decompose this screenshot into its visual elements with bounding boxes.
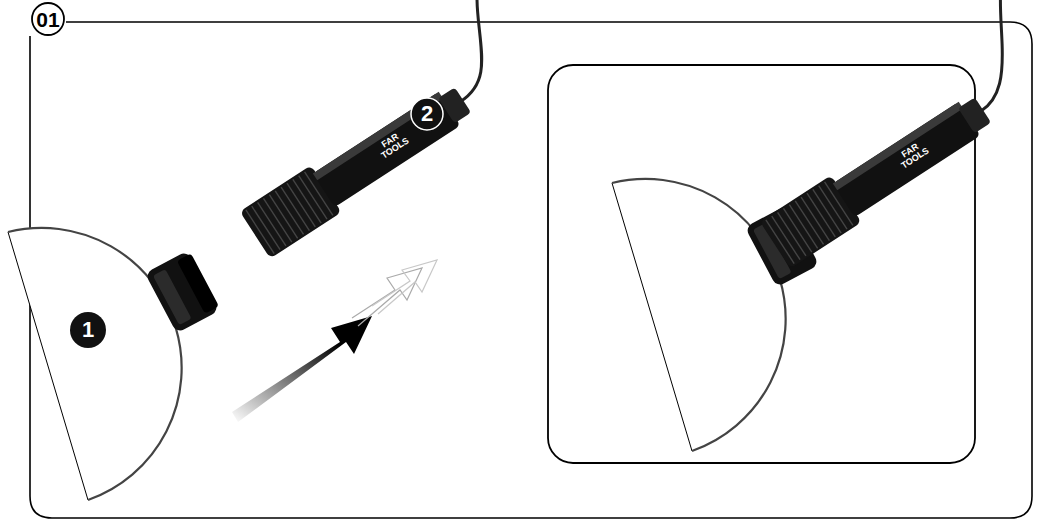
knurl-line	[269, 195, 297, 239]
knurl-line	[813, 189, 841, 233]
knurl-line	[783, 208, 811, 252]
knurl-line	[252, 206, 280, 250]
mirror-clip	[145, 250, 221, 334]
ghost-arrow	[352, 268, 422, 326]
step-frame	[30, 22, 1032, 518]
probe-cable	[409, 0, 532, 102]
camera-probe	[721, 0, 1041, 268]
knurl-line	[275, 191, 303, 235]
knurl-line	[246, 210, 274, 254]
knurl-line	[263, 198, 291, 242]
camera-probe	[203, 0, 547, 258]
knurl-line	[795, 201, 823, 245]
step-number: 01	[36, 9, 59, 30]
callout-circle	[70, 312, 106, 348]
mirror-edge	[8, 232, 88, 500]
knurl-line	[281, 187, 309, 231]
knurl-line	[766, 220, 794, 264]
probe-cable	[926, 0, 1041, 112]
knurl-line	[293, 179, 321, 223]
callout-number: 1	[82, 319, 94, 341]
knurl-line	[807, 193, 835, 237]
callout-circle	[411, 98, 443, 130]
step-badge	[32, 3, 64, 35]
knurl-line	[789, 205, 817, 249]
push-arrow	[232, 316, 372, 422]
mirror-edge	[612, 183, 692, 451]
knurl-line	[287, 183, 315, 227]
knurl-line	[772, 216, 800, 260]
ghost-arrow	[372, 260, 437, 314]
callout-number: 2	[421, 103, 433, 125]
knurl-line	[801, 197, 829, 241]
knurl-line	[258, 202, 286, 246]
knurl-line	[778, 212, 806, 256]
inset-frame	[548, 65, 975, 463]
